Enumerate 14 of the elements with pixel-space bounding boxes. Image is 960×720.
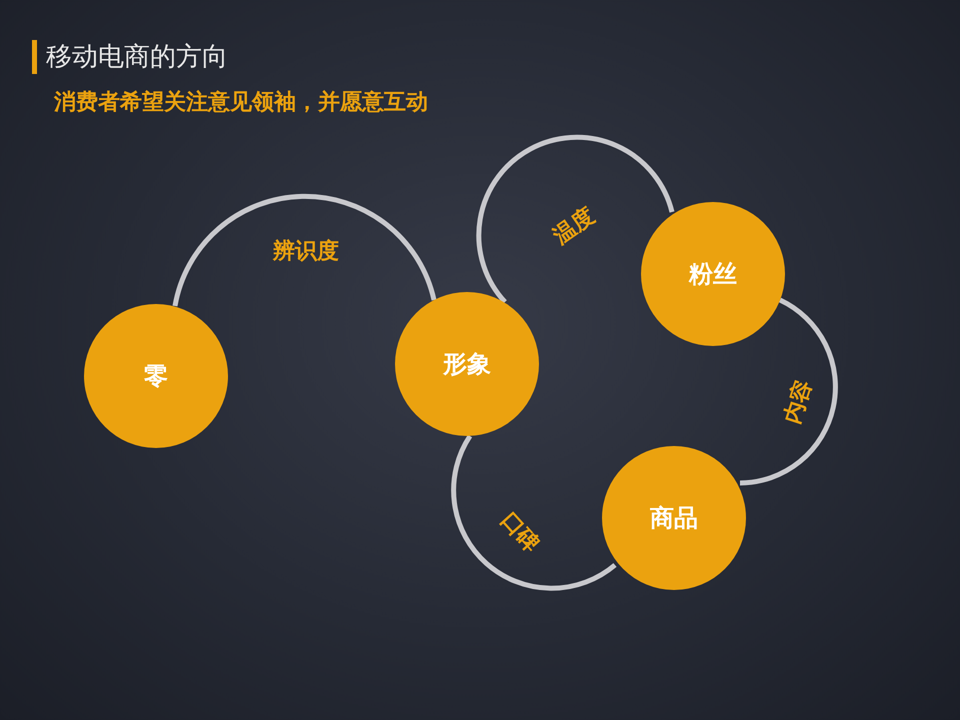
connector-arc (740, 298, 838, 486)
node-text: 零 (144, 361, 168, 392)
connector-arc (451, 434, 616, 591)
title: 移动电商的方向 (46, 41, 228, 74)
edge-label: 内容 (778, 376, 818, 428)
edge-label: 温度 (548, 202, 600, 251)
node-text: 形象 (443, 349, 491, 380)
edge-label: 辨识度 (273, 238, 339, 266)
node-text: 粉丝 (689, 259, 737, 290)
edge-label: 口碑 (494, 506, 545, 558)
connector-arc (476, 134, 674, 304)
connector-arc (172, 194, 436, 307)
subtitle: 消费者希望关注意见领袖，并愿意互动 (54, 89, 428, 117)
node-text: 商品 (650, 503, 698, 534)
